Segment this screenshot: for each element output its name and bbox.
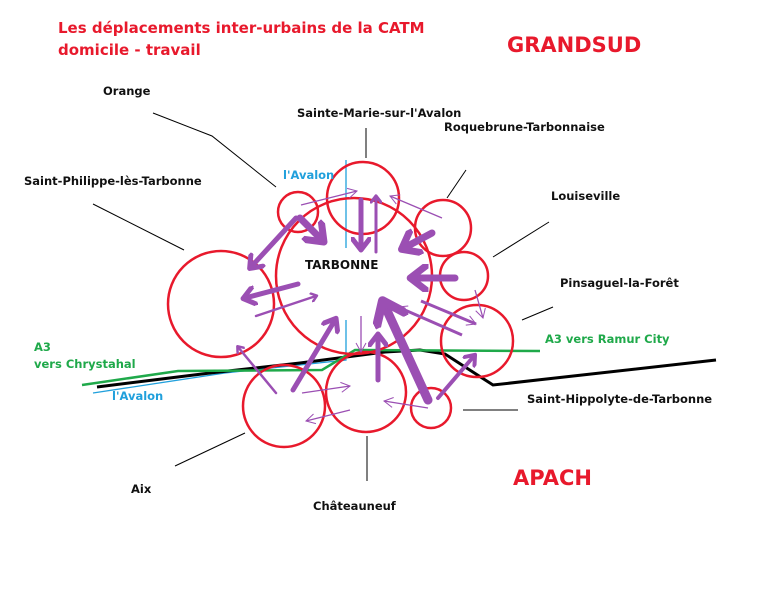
leader-louiseville [492, 221, 550, 258]
leader-lines [92, 112, 554, 481]
arrow-chateauneuf-to-aix [305, 409, 351, 425]
arrow-saint-hippolyte-to-pinsaguel [436, 356, 474, 400]
highway-a3 [81, 348, 541, 387]
river-label-west: l'Avalon [112, 389, 164, 403]
arrow-pinsaguel-to-tarbonne [397, 305, 463, 337]
city-label-sainte-marie: Sainte-Marie-sur-l'Avalon [297, 106, 462, 120]
flow-arrows-major [238, 197, 474, 405]
city-label-pinsaguel: Pinsaguel-la-Forêt [560, 276, 679, 290]
arrow-orange-to-saint-philippe [251, 215, 299, 267]
circle-pinsaguel [439, 303, 515, 379]
arrow-aix-to-tarbonne [290, 320, 335, 393]
zone-label-south: APACH [513, 466, 592, 490]
leader-roquebrune [446, 169, 467, 199]
leader-aix [174, 432, 246, 467]
city-label-tarbonne: TARBONNE [305, 258, 379, 272]
zone-label-north: GRANDSUD [507, 33, 642, 57]
city-label-saint-philippe: Saint-Philippe-lès-Tarbonne [24, 174, 202, 188]
circle-orange [276, 190, 320, 234]
circle-aix [241, 363, 327, 449]
title-line-1: Les déplacements inter-urbains de la CAT… [58, 19, 425, 37]
river-avalon [92, 160, 347, 394]
city-label-roquebrune: Roquebrune-Tarbonnaise [444, 120, 605, 134]
commune-circles [166, 160, 515, 449]
circle-saint-hippolyte [409, 386, 453, 430]
arrow-aix-to-chateauneuf [301, 381, 352, 394]
city-label-chateauneuf: Châteauneuf [313, 499, 396, 513]
city-label-aix: Aix [131, 482, 152, 496]
arrow-saint-hippolyte-to-tarbonne [384, 304, 433, 405]
leader-orange [152, 112, 277, 188]
arrow-orange-to-sainte-marie [300, 187, 358, 206]
city-label-louiseville: Louiseville [551, 189, 621, 203]
leader-pinsaguel [521, 306, 554, 321]
river-label-north: l'Avalon [283, 168, 335, 182]
road-label-a3-west: A3 vers Chrystahal [34, 339, 136, 373]
arrow-saint-philippe-to-tarbonne [254, 296, 316, 318]
road-label-a3-east: A3 vers Ramur City [545, 332, 670, 346]
circle-saint-philippe [166, 249, 276, 359]
road-label-a3-west-line1: A3 [34, 340, 51, 354]
arrow-saint-hippolyte-to-chateauneuf [382, 397, 429, 409]
diagram-title: Les déplacements inter-urbains de la CAT… [58, 17, 425, 61]
title-line-2: domicile - travail [58, 41, 201, 59]
leader-saint-philippe [92, 203, 185, 251]
road-label-a3-west-line2: vers Chrystahal [34, 357, 136, 371]
flow-arrows-minor [300, 187, 486, 425]
city-label-orange: Orange [103, 84, 151, 98]
arrow-orange-to-tarbonne [296, 214, 322, 240]
city-label-saint-hippolyte: Saint-Hippolyte-de-Tarbonne [527, 392, 713, 406]
arrow-tarbonne-to-pinsaguel [420, 299, 477, 326]
circle-roquebrune [413, 198, 473, 258]
circle-chateauneuf [324, 350, 408, 434]
arrow-louiseville-to-pinsaguel [474, 289, 486, 319]
arrow-roquebrune-to-sainte-marie [389, 194, 443, 219]
arrow-aix-to-saint-philippe [238, 347, 278, 395]
arrow-tarbonne-to-saint-philippe [245, 281, 301, 298]
arrow-roquebrune-to-tarbonne [404, 233, 436, 248]
